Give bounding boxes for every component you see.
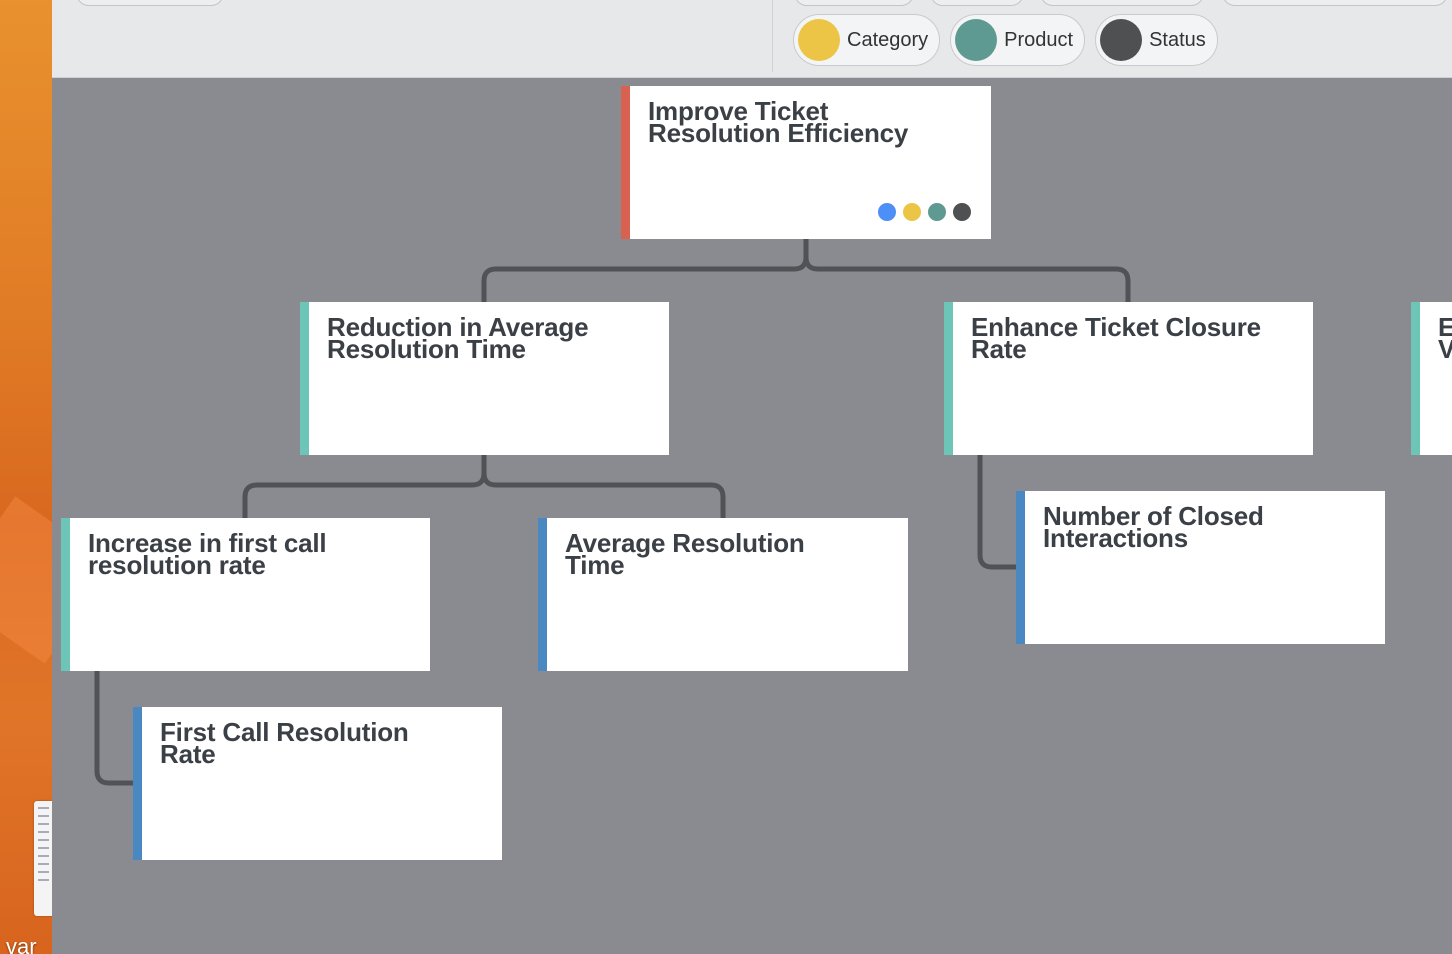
toolbar-control[interactable] [1040,0,1204,6]
legend-label: Status [1149,28,1206,51]
toolbar-control[interactable] [1222,0,1448,6]
node-accent-bar [944,302,953,455]
legend-label: Category [847,28,929,51]
connector-root-children [481,239,1131,302]
indicator-dot [928,203,946,221]
category-color-swatch [798,19,840,61]
indicator-dot [903,203,921,221]
node-accent-bar [133,707,142,860]
legend-chip-status[interactable]: Status [1095,14,1218,66]
color-legend: Category Product Status [793,14,1218,66]
legend-chip-product[interactable]: Product [950,14,1086,66]
node-accent-bar [1411,302,1420,455]
desktop-file-icon[interactable] [34,801,52,916]
legend-label: Product [1004,28,1074,51]
node-accent-bar [538,518,547,671]
product-color-swatch [955,19,998,61]
desktop-background: var [0,0,52,954]
toolbar-control[interactable] [930,0,1024,6]
node-accent-bar [61,518,70,671]
toolbar-control[interactable] [794,0,914,6]
desktop-wallpaper-shape [0,496,52,664]
indicator-dot [953,203,971,221]
node-accent-bar [1016,491,1025,644]
indicator-dot [878,203,896,221]
top-toolbar: Category Product Status [52,0,1452,78]
connector-a-children [242,455,726,518]
node-indicator-dots [878,203,971,221]
connector-a1-child [94,671,133,786]
node-accent-bar [621,86,630,239]
toolbar-control[interactable] [76,0,224,6]
legend-chip-category[interactable]: Category [793,14,941,66]
desktop-file-label[interactable]: var [6,934,37,954]
status-color-swatch [1100,19,1143,61]
node-accent-bar [300,302,309,455]
connector-b-child [977,455,1016,570]
toolbar-divider [772,0,773,72]
